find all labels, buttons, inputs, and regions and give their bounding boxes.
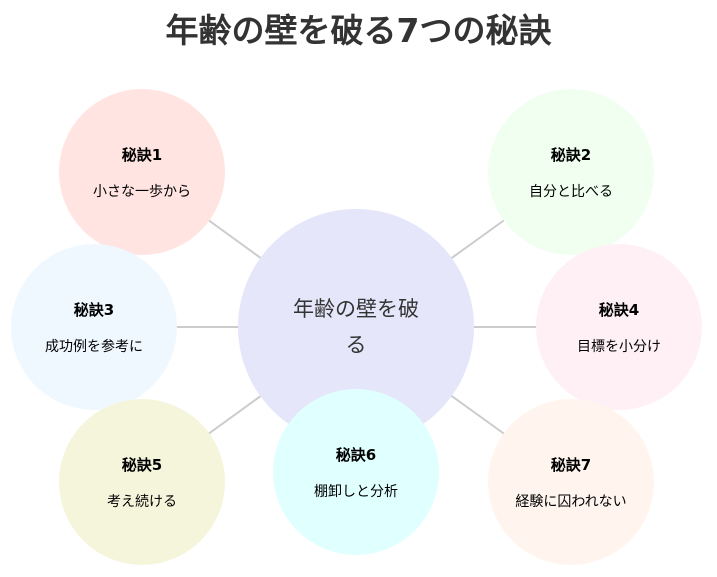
tip-heading: 秘訣3 xyxy=(73,300,115,319)
tip-circle-4: 秘訣4 目標を小分け xyxy=(536,244,702,410)
tip-text: 経験に囚われない xyxy=(515,493,627,510)
tip-text: 目標を小分け xyxy=(577,338,661,355)
center-label: 年齢の壁を破る xyxy=(293,297,419,357)
tip-text: 小さな一歩から xyxy=(93,183,191,200)
tip-text: 自分と比べる xyxy=(529,183,613,200)
tip-circle-2: 秘訣2 自分と比べる xyxy=(488,89,654,255)
tip-heading: 秘訣5 xyxy=(121,455,163,474)
tip-heading: 秘訣4 xyxy=(598,300,640,319)
tip-circle-7: 秘訣7 経験に囚われない xyxy=(488,399,654,565)
tip-heading: 秘訣1 xyxy=(121,145,163,164)
center-circle: 年齢の壁を破る xyxy=(238,209,474,445)
tip-text: 考え続ける xyxy=(107,493,177,510)
tip-text: 棚卸しと分析 xyxy=(314,483,398,500)
tip-circle-3: 秘訣3 成功例を参考に xyxy=(11,244,177,410)
tip-heading: 秘訣2 xyxy=(550,145,592,164)
tip-heading: 秘訣7 xyxy=(550,455,592,474)
tip-text: 成功例を参考に xyxy=(45,338,143,355)
page-title: 年齢の壁を破る7つの秘訣 xyxy=(165,11,552,50)
tip-heading: 秘訣6 xyxy=(335,445,377,464)
tip-circle-1: 秘訣1 小さな一歩から xyxy=(59,89,225,255)
tip-circle-5: 秘訣5 考え続ける xyxy=(59,399,225,565)
tip-circle-6: 秘訣6 棚卸しと分析 xyxy=(273,389,439,555)
